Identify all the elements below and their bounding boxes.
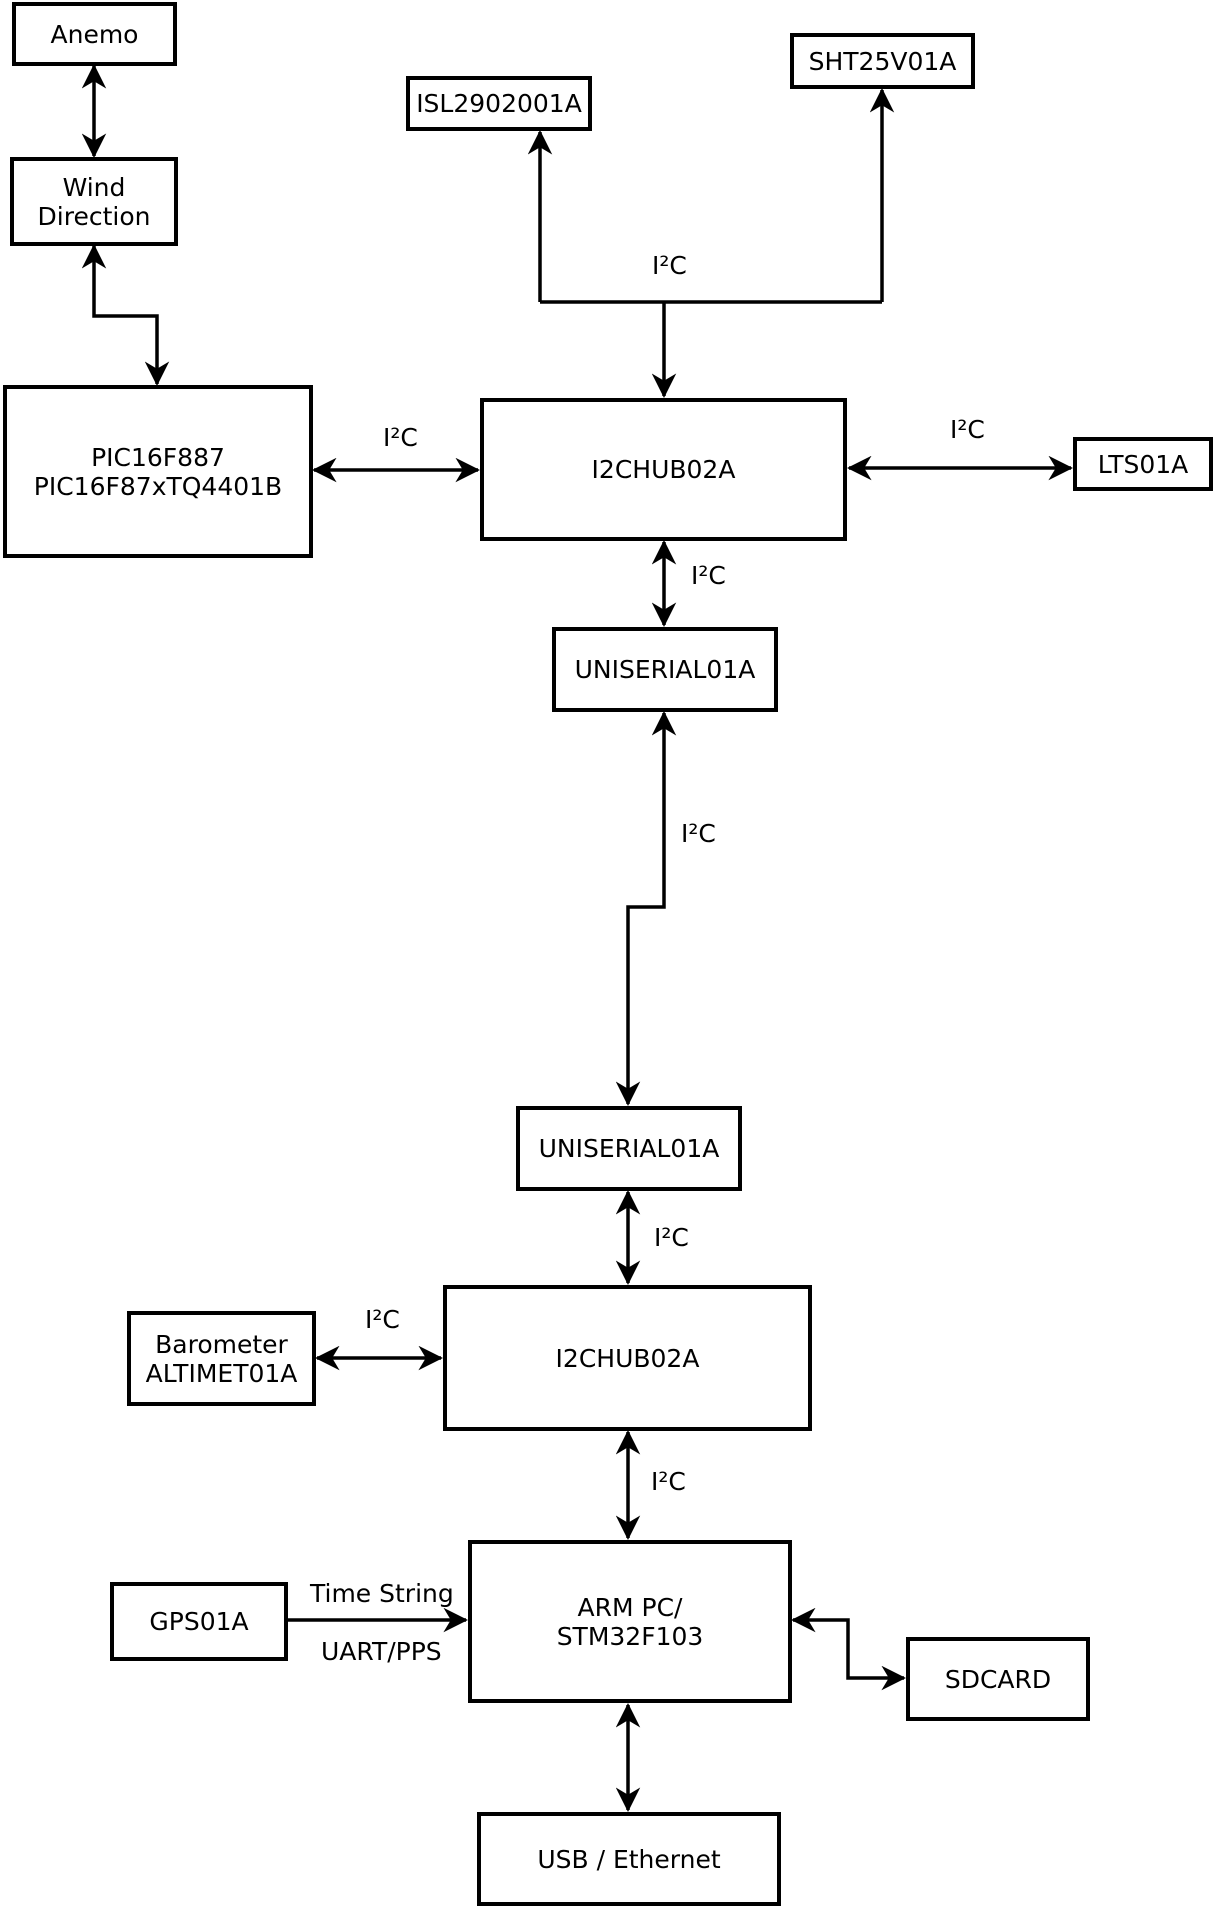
edge-label-uart-pps: UART/PPS (321, 1637, 442, 1666)
node-pic16f887: PIC16F887 PIC16F87xTQ4401B (3, 385, 313, 558)
node-sdcard: SDCARD (906, 1637, 1090, 1721)
node-gps01a: GPS01A (110, 1582, 288, 1661)
edge-label-i2c-pic-hub1: I²C (383, 423, 418, 452)
node-anemometer: Anemo (12, 2, 177, 66)
edge-label-i2c-uniserial1-uniserial2: I²C (681, 819, 716, 848)
node-uniserial01a-lower: UNISERIAL01A (516, 1106, 742, 1191)
edge-label-time-string: Time String (310, 1579, 454, 1608)
edge-label-i2c-hub1-uniserial1: I²C (691, 561, 726, 590)
node-wind-direction: Wind Direction (10, 157, 178, 246)
node-lts01a: LTS01A (1073, 437, 1213, 491)
edge-label-i2c-bus-top: I²C (652, 251, 687, 280)
node-isl2902001a: ISL2902001A (406, 76, 592, 131)
node-i2chub02a-lower: I2CHUB02A (443, 1285, 812, 1431)
edge-label-i2c-barometer-hub2: I²C (365, 1305, 400, 1334)
connector-arm-sdcard (791, 1607, 906, 1691)
node-arm-pc-stm32f103: ARM PC/ STM32F103 (468, 1540, 792, 1703)
node-i2chub02a-upper: I2CHUB02A (480, 398, 847, 541)
node-sht25v01a: SHT25V01A (790, 33, 975, 89)
edge-label-i2c-hub1-lts: I²C (950, 415, 985, 444)
node-uniserial01a-upper: UNISERIAL01A (552, 627, 778, 712)
connector-uniserial1-uniserial2 (615, 711, 677, 1106)
edge-label-i2c-hub2-arm: I²C (651, 1467, 686, 1496)
connector-wind-pic (81, 244, 170, 386)
node-barometer-altimet01a: Barometer ALTIMET01A (127, 1311, 316, 1406)
node-usb-ethernet: USB / Ethernet (477, 1812, 781, 1906)
edge-label-i2c-uniserial2-hub2: I²C (654, 1223, 689, 1252)
